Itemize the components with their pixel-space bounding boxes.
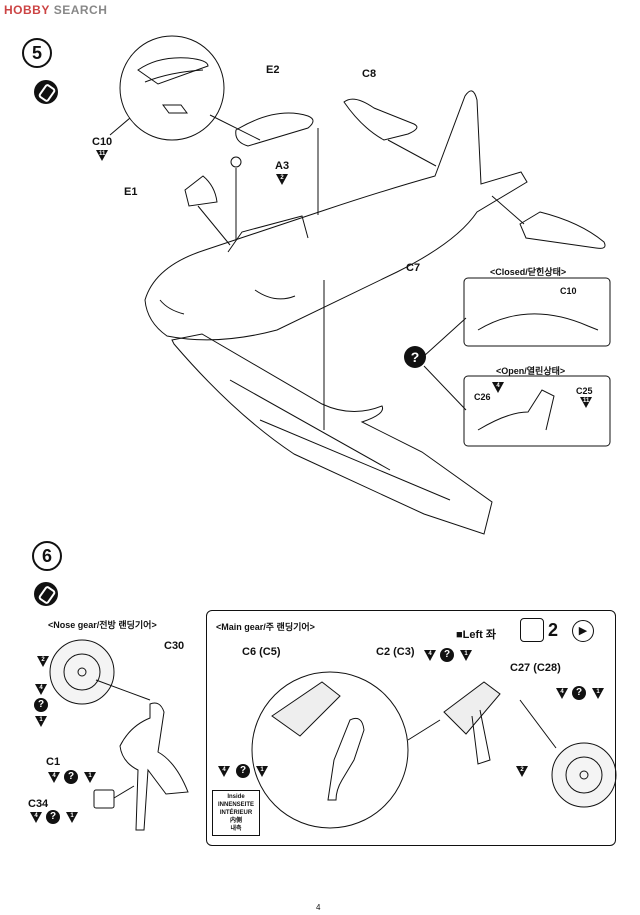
tri-4: 4 <box>35 684 47 695</box>
open-title: <Open/열린상태> <box>496 366 566 376</box>
open-right-label: C25 <box>576 386 593 396</box>
main-gear-panel <box>206 610 616 846</box>
tri-1: 1 <box>592 688 604 699</box>
question-icon: ? <box>440 648 454 662</box>
left-side-label: ■Left 좌 <box>456 629 496 641</box>
cement-icon <box>34 582 58 606</box>
watermark: HOBBY SEARCH <box>4 3 108 17</box>
question-icon: ? <box>236 764 250 778</box>
nose-gear-title: <Nose gear/전방 랜딩기어> <box>48 620 157 630</box>
question-icon: ? <box>64 770 78 784</box>
tri-4: 4 <box>424 650 436 661</box>
question-icon: ? <box>46 810 60 824</box>
part-c27-label: C27 (C28) <box>510 662 561 674</box>
question-icon: ? <box>404 346 426 368</box>
wheel-tri: 2 <box>516 766 528 777</box>
part-c2-label: C2 (C3) <box>376 646 415 658</box>
tri-1: 1 <box>84 772 96 783</box>
part-c10-label: C10 <box>92 136 113 148</box>
part-e1-label: E1 <box>124 186 138 198</box>
direction-icon: ▶ <box>572 620 594 642</box>
inside-note-box: Inside INNENSEITE INTÉRIEUR 内側 내측 <box>212 790 260 836</box>
part-e2-label: E2 <box>266 64 280 76</box>
tri-4: 4 <box>218 766 230 777</box>
cement-icon <box>34 80 58 104</box>
part-c1-label: C1 <box>46 756 61 768</box>
open-left-tri: 4 <box>492 382 504 393</box>
part-c7-label: C7 <box>406 262 421 274</box>
question-icon: ? <box>34 698 48 712</box>
part-c6-label: C6 (C5) <box>242 646 281 658</box>
part-a3-tri: 2 <box>276 174 288 185</box>
part-a3-label: A3 <box>275 160 290 172</box>
question-icon: ? <box>572 686 586 700</box>
open-right-tri: 11 <box>580 397 592 408</box>
tri-4: 4 <box>556 688 568 699</box>
part-c8-label: C8 <box>362 68 377 80</box>
part-c34-label: C34 <box>28 798 49 810</box>
page-number: 4 <box>316 903 321 912</box>
part-c10-tri: 11 <box>96 150 108 161</box>
part-c30-tri: 2 <box>37 656 49 667</box>
tri-4: 4 <box>48 772 60 783</box>
part-c30-label: C30 <box>164 640 185 652</box>
tri-1: 1 <box>35 716 47 727</box>
count-label: 2 <box>548 620 559 640</box>
step-5-number: 5 <box>22 38 52 68</box>
tri-1: 1 <box>460 650 472 661</box>
open-left-label: C26 <box>474 392 491 402</box>
tri-4: 4 <box>30 812 42 823</box>
tri-1: 1 <box>256 766 268 777</box>
closed-part-label: C10 <box>560 286 577 296</box>
sprue-count-icon <box>520 618 544 642</box>
closed-title: <Closed/닫힌상태> <box>490 267 567 277</box>
main-gear-title: <Main gear/주 랜딩기어> <box>216 622 315 632</box>
step-6-number: 6 <box>32 541 62 571</box>
tri-1: 1 <box>66 812 78 823</box>
